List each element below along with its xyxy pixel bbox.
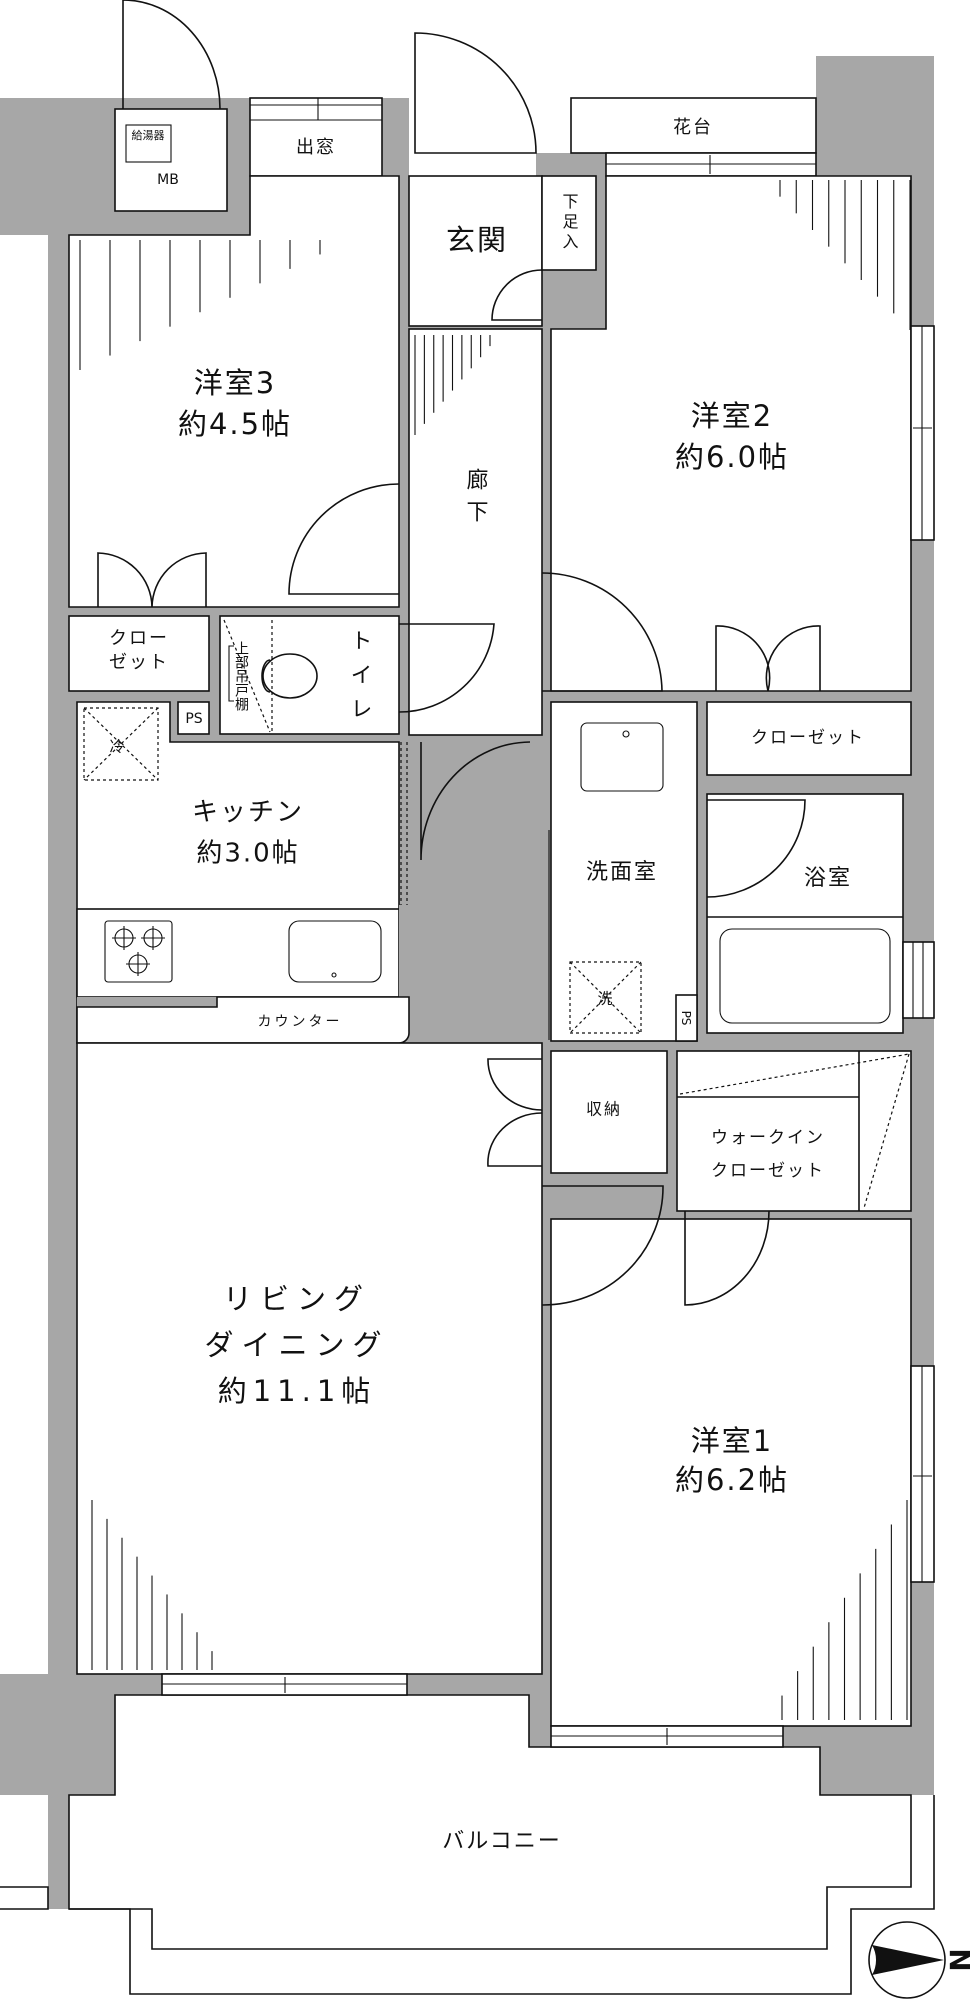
room-3-name: 洋室3: [194, 366, 276, 400]
closet-3-label: クローゼット: [109, 628, 169, 673]
window-light-hatch: [781, 1500, 908, 1720]
bathroom: 浴室: [706, 793, 935, 1034]
toilet-label: トイレ: [347, 629, 372, 731]
bay-window: 出窓: [249, 97, 383, 177]
hallway: 廊下: [398, 328, 543, 736]
living-dining-size: 約11.1帖: [218, 1374, 377, 1408]
ps-2-label: PS: [679, 1011, 693, 1026]
wic-label-top: ウォークイン: [711, 1128, 825, 1148]
hallway-door: [420, 741, 531, 861]
flower-stand: 花台: [570, 97, 817, 177]
flower-stand-label: 花台: [673, 117, 713, 138]
room-1-size: 約6.2帖: [675, 1463, 789, 1497]
closet-2-label: クローゼット: [751, 728, 865, 748]
room-2-name: 洋室2: [691, 399, 773, 433]
window-light-hatch: [91, 1500, 213, 1670]
window-light-hatch: [779, 180, 911, 330]
shoe-storage-label: 下足入: [560, 193, 579, 253]
balcony: バルコニー: [0, 1694, 935, 1995]
refrigerator-label: 冷: [109, 738, 126, 756]
window-light-hatch: [79, 240, 321, 370]
entrance-label: 玄関: [446, 223, 508, 257]
western-room-2: 洋室2 約6.0帖: [541, 175, 935, 692]
kitchen: PS 冷 カウンター キッチン 約3.0帖: [76, 701, 410, 1044]
water-heater-label: 給湯器: [132, 128, 165, 142]
closet-room-2: クローゼット: [706, 701, 912, 776]
north-arrow-icon: [872, 1945, 944, 1975]
dining-label: ダイニング: [204, 1328, 389, 1362]
washroom: 洗 洗面室 PS: [548, 701, 698, 1042]
balcony-label: バルコニー: [442, 1829, 562, 1854]
entrance: 玄関 下足入: [408, 32, 597, 327]
living-label: リビング: [223, 1282, 371, 1316]
room-3-size: 約4.5帖: [178, 407, 292, 441]
wic-label-bottom: クローゼット: [711, 1161, 825, 1181]
bathroom-label: 浴室: [804, 866, 852, 891]
counter-label: カウンター: [258, 1014, 343, 1030]
washer-label: 洗: [597, 990, 614, 1008]
kitchen-size: 約3.0帖: [196, 839, 299, 869]
washroom-label: 洗面室: [586, 860, 658, 885]
hallway-label: 廊下: [463, 468, 489, 532]
meter-box-label: MB: [157, 172, 179, 188]
room-2-size: 約6.0帖: [675, 440, 789, 474]
window-light-hatch: [414, 335, 491, 435]
kitchen-name: キッチン: [192, 798, 304, 828]
walk-in-closet: ウォークイン クローゼット: [676, 1050, 912, 1212]
toilet: トイレ 上部吊戸棚: [219, 615, 400, 735]
compass: N: [868, 1921, 971, 1999]
stove-icon: [104, 920, 173, 983]
meter-box: 給湯器 MB: [114, 0, 228, 212]
western-room-3: 洋室3 約4.5帖: [68, 175, 400, 608]
compass-north-label: N: [943, 1948, 971, 1971]
storage: 収納: [550, 1050, 668, 1174]
closet-room-3: クローゼット: [68, 615, 210, 692]
ps-1-label: PS: [185, 711, 202, 727]
sink-icon: [288, 920, 382, 983]
western-room-1: 洋室1 約6.2帖: [541, 1185, 935, 1748]
bay-window-label: 出窓: [296, 137, 336, 158]
storage-label: 収納: [586, 1100, 622, 1119]
upper-cabinet-label: 上部吊戸棚: [233, 641, 249, 711]
living-dining: リビング ダイニング 約11.1帖: [76, 1042, 543, 1696]
room-1-name: 洋室1: [691, 1424, 773, 1458]
